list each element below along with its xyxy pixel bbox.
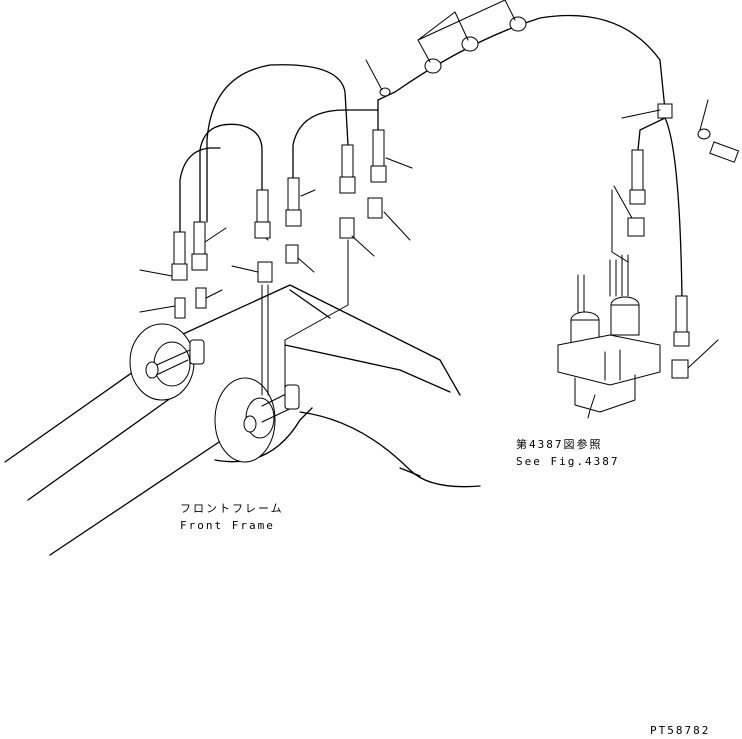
valve-assembly <box>558 190 660 418</box>
front-frame-label-jp: フロントフレーム <box>180 502 284 515</box>
front-frame <box>5 285 480 555</box>
front-frame-label-en: Front Frame <box>180 519 275 532</box>
hose-fittings <box>172 17 738 378</box>
leader-lines <box>140 0 718 368</box>
see-figure-label-en: See Fig.4387 <box>516 455 620 468</box>
part-code-label: PT58782 <box>650 724 711 737</box>
see-figure-label-jp: 第4387図参照 <box>516 438 603 451</box>
